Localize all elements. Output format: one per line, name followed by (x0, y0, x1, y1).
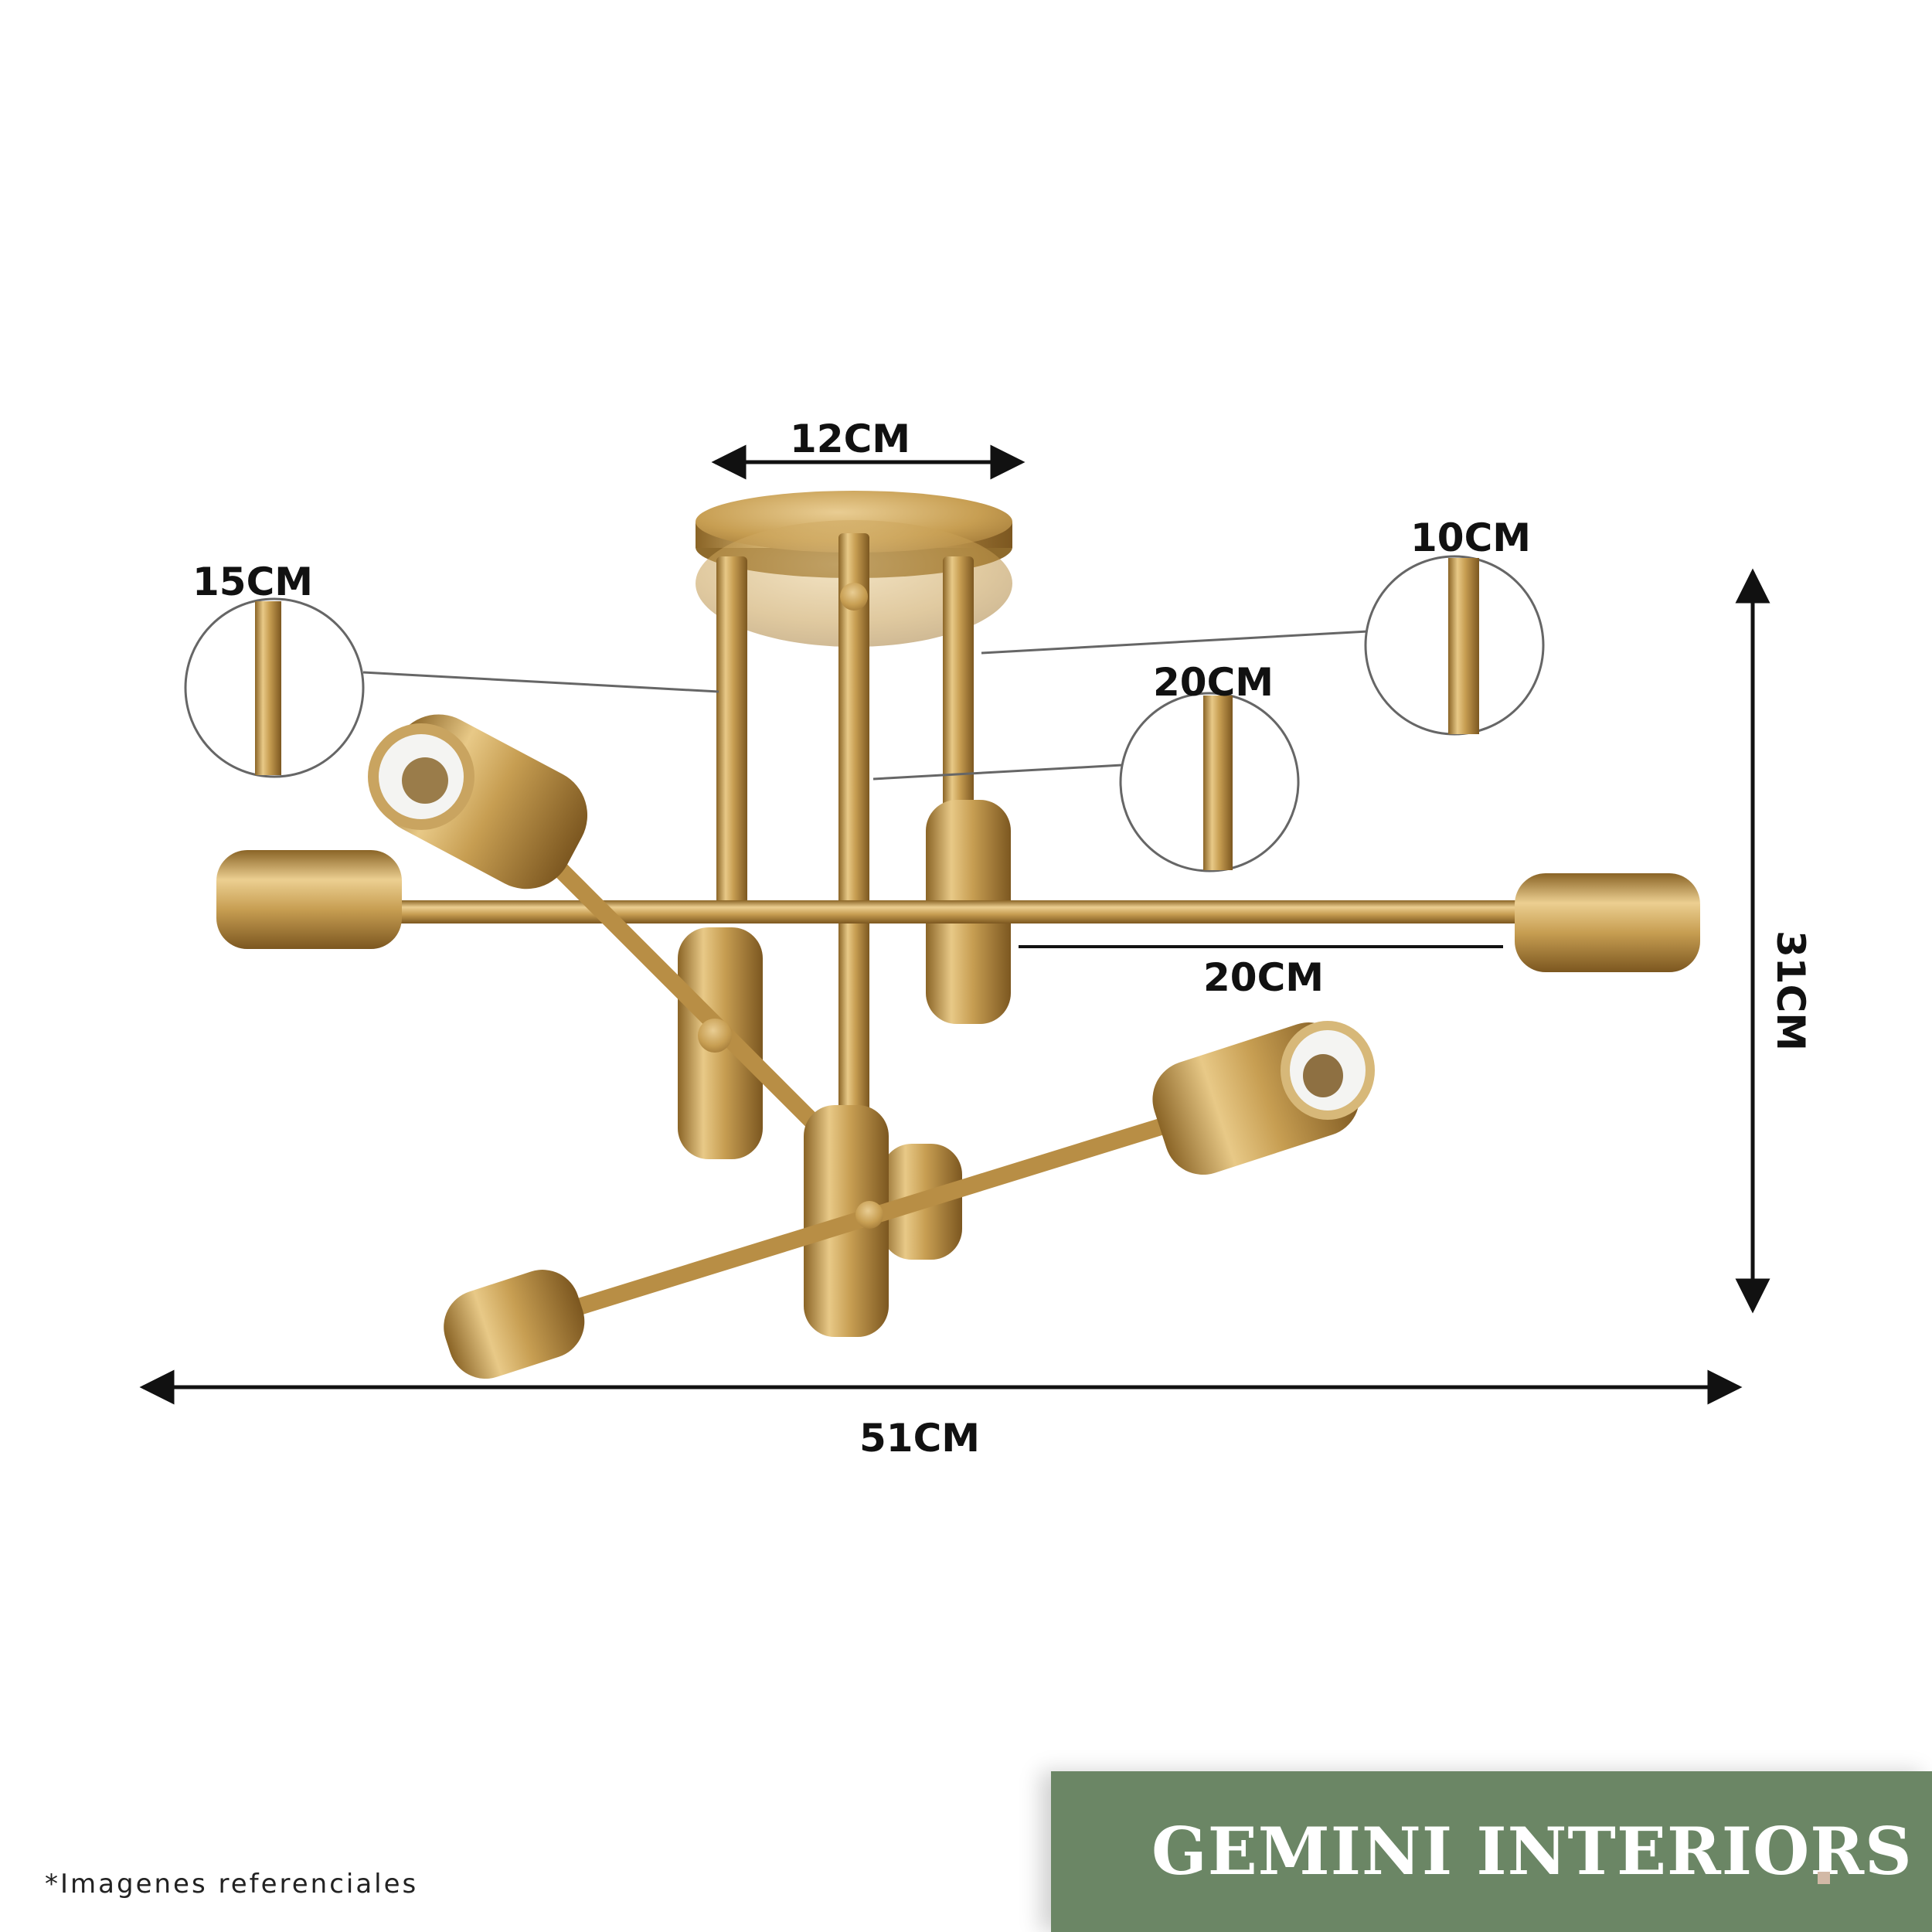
dimension-height: 31CM (1735, 568, 1813, 1314)
rod-center (838, 533, 869, 1121)
horizontal-arm (216, 850, 1700, 972)
dim-label-height: 31CM (1768, 930, 1813, 1051)
dim-label-arm: 20CM (1203, 955, 1324, 1000)
brand-banner: GEMINI INTERIORS (1051, 1771, 1932, 1932)
brand-dot (1818, 1872, 1830, 1884)
rod-right (943, 556, 974, 811)
disclaimer-note: *Imagenes referenciales (45, 1869, 419, 1900)
brand-name: GEMINI INTERIORS (1151, 1813, 1913, 1889)
zoom-detail-center: 20CM (872, 660, 1300, 872)
diagonal-arm-lower (444, 1021, 1375, 1379)
dimension-arm: 20CM (1019, 945, 1503, 1000)
dim-label-rod-center: 20CM (1153, 660, 1274, 705)
diagonal-arm-upper (368, 714, 962, 1260)
dim-label-rod-left: 15CM (192, 560, 313, 604)
rod-left (716, 556, 747, 904)
dim-label-rod-right: 10CM (1410, 515, 1531, 560)
dim-label-canopy: 12CM (790, 417, 910, 461)
zoom-detail-left: 15CM (184, 560, 719, 778)
zoom-detail-right: 10CM (981, 515, 1545, 736)
dim-label-width: 51CM (859, 1416, 980, 1461)
chandelier-image (216, 491, 1700, 1379)
dimension-canopy: 12CM (711, 417, 1026, 480)
dimension-width: 51CM (139, 1369, 1743, 1461)
